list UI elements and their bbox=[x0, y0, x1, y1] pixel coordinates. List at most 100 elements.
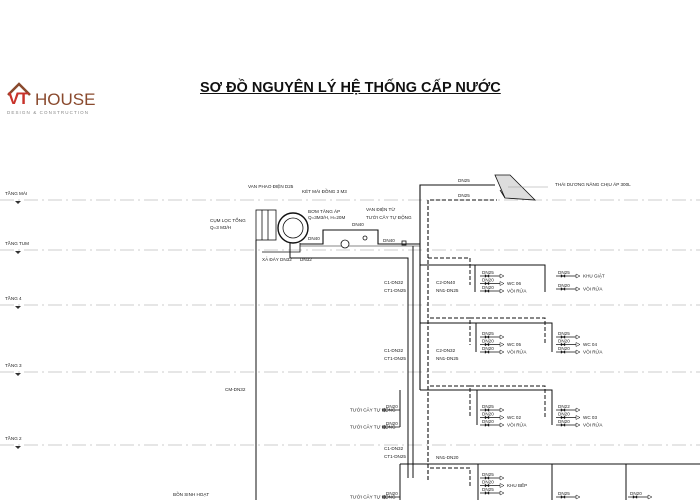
level-marker-icon bbox=[15, 446, 21, 449]
outlet-arrow-icon bbox=[575, 415, 581, 420]
level-marker-icon bbox=[15, 306, 21, 309]
pipe-size-label: DN25 bbox=[482, 487, 494, 492]
valve-icon bbox=[632, 495, 638, 499]
pipe-size-label: DN20 bbox=[482, 480, 494, 485]
outlet-label: VÒI RỬA bbox=[583, 349, 603, 355]
riser-label: CT1-DN25 bbox=[384, 356, 406, 361]
outlet-label: WC 03 bbox=[583, 415, 597, 420]
gauge-icon bbox=[362, 235, 368, 241]
outlet-arrow-icon bbox=[575, 334, 581, 340]
floor-label: TẦNG TUM bbox=[5, 240, 29, 246]
dn40-label: DN40 bbox=[383, 238, 395, 243]
pump-bypass bbox=[300, 229, 420, 245]
pipe-size-label: DN20 bbox=[558, 346, 570, 351]
riser-c2 bbox=[419, 184, 495, 246]
riser-label: C2-DN40 bbox=[436, 280, 456, 285]
drain-pipe bbox=[262, 243, 301, 253]
pipe-size-label: DN20 bbox=[386, 404, 398, 409]
roof-equipment bbox=[255, 174, 548, 500]
riser-labels: C1-DN32CT1-DN25C2-DN40NN1-DN25C1-DN32CT1… bbox=[384, 280, 459, 460]
logo-tagline: DESIGN & CONSTRUCTION bbox=[7, 110, 90, 115]
outlet-arrow-icon bbox=[499, 483, 505, 488]
outlet: DN20 WC 02 bbox=[480, 412, 521, 420]
pipe-size-label: DN20 bbox=[558, 283, 570, 288]
pump-spec-label: Q=3M3/H, H=20M bbox=[308, 215, 345, 220]
outlet-label: VÒI RỬA bbox=[507, 422, 527, 428]
level-marker-icon bbox=[15, 373, 21, 376]
pipe-size-label: DN20 bbox=[558, 419, 570, 424]
riser-label: CT1-DN25 bbox=[384, 454, 406, 459]
outlet-arrow-icon bbox=[575, 273, 581, 279]
outlet-label: WC 02 bbox=[507, 415, 521, 420]
riser-label: C2-DN32 bbox=[436, 348, 456, 353]
valve-icon bbox=[560, 495, 566, 499]
filter-flow-label: Q=3 M3/H bbox=[210, 225, 231, 230]
solenoid-label: VAN ĐIỆN TỪ bbox=[366, 205, 395, 212]
valve-icon bbox=[560, 423, 566, 427]
tank-label: KÉT MÁI ĐỒNG 3 M3 bbox=[302, 188, 347, 194]
logo-brand: VT bbox=[8, 89, 29, 108]
pipe-size-label: DN20 bbox=[482, 412, 494, 417]
pipe-size-label: DN25 bbox=[558, 491, 570, 496]
outlet-arrow-icon bbox=[499, 281, 505, 286]
logo-word: HOUSE bbox=[35, 90, 96, 109]
hot-water-riser bbox=[427, 199, 497, 480]
outlet-arrow-icon bbox=[499, 342, 505, 347]
riser-label: CT1-DN25 bbox=[384, 288, 406, 293]
outlet: DN20 WC 05 bbox=[480, 339, 521, 347]
pipe-size-label: DN25 bbox=[558, 331, 570, 336]
outlet: DN25 bbox=[480, 404, 505, 413]
solar-heater-icon bbox=[494, 174, 537, 201]
outlet-arrow-icon bbox=[575, 422, 581, 428]
valve-icon bbox=[484, 483, 490, 488]
pipe-size-label: DN20 bbox=[482, 278, 494, 283]
valve-icon bbox=[484, 491, 490, 495]
outlet-arrow-icon bbox=[499, 475, 505, 481]
pipe-size-label: DN20 bbox=[482, 346, 494, 351]
level-marker-icon bbox=[15, 201, 21, 204]
pipe-size-label: DN25 bbox=[482, 404, 494, 409]
valve-icon bbox=[560, 350, 566, 354]
outlet-arrow-icon bbox=[499, 407, 505, 413]
pipe-size-label: DN20 bbox=[482, 285, 494, 290]
pipe-size-label: DN20 bbox=[482, 419, 494, 424]
valve-icon bbox=[484, 342, 490, 347]
dn32-label: DN32 bbox=[300, 257, 312, 262]
outlet-arrow-icon bbox=[575, 342, 581, 347]
riser-label: NN1-DN25 bbox=[436, 288, 459, 293]
pipe-size-label: DN20 bbox=[386, 421, 398, 426]
float-valve-label: VAN PHAO ĐIỆN D25 bbox=[248, 182, 294, 189]
valve-icon bbox=[484, 335, 490, 339]
valve-icon bbox=[484, 423, 490, 427]
outlet: DN25 bbox=[480, 472, 505, 481]
outlet-label: TƯỚI CÂY TỰ ĐỘNG bbox=[350, 407, 396, 413]
valve-icon bbox=[484, 415, 490, 420]
cold-dn-label: DN25 bbox=[458, 193, 470, 198]
outlet-label: WC 05 bbox=[507, 342, 521, 347]
pipe-size-label: DN25 bbox=[482, 270, 494, 275]
pipe-size-label: DN25 bbox=[558, 270, 570, 275]
riser-c1 bbox=[289, 243, 409, 478]
outlet-arrow-icon bbox=[381, 407, 386, 413]
valve-icon bbox=[560, 415, 566, 420]
pipe-size-label: DN25 bbox=[482, 472, 494, 477]
branch-mains bbox=[399, 257, 700, 500]
page-title: SƠ ĐỒ NGUYÊN LÝ HỆ THỐNG CẤP NƯỚC bbox=[200, 80, 501, 96]
riser-label: NN1-DN25 bbox=[436, 356, 459, 361]
floor-label: TẦNG MÁI bbox=[5, 190, 27, 196]
outlet-arrow-icon bbox=[499, 288, 505, 294]
valve-icon bbox=[560, 342, 566, 347]
pipe-size-label: DN20 bbox=[482, 339, 494, 344]
